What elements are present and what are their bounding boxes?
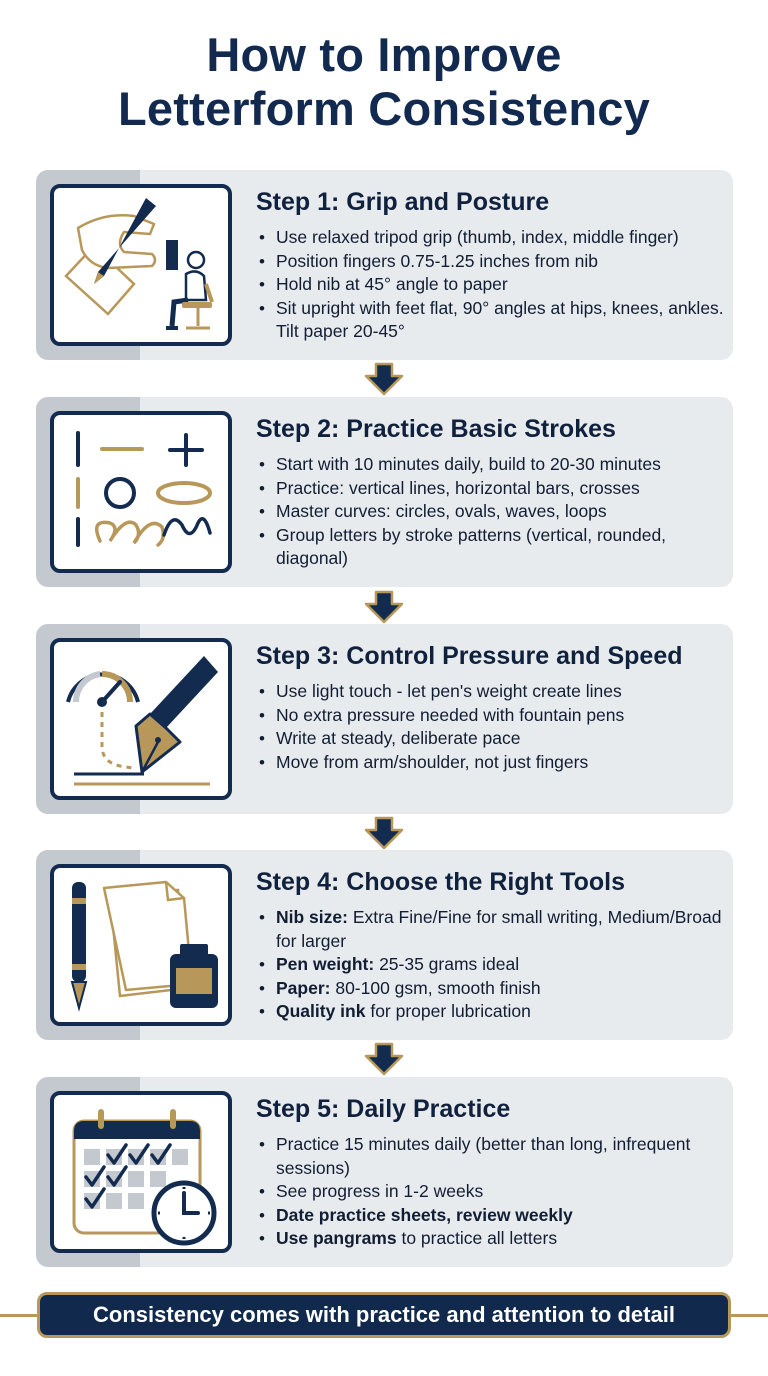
step-card-2: Step 2: Practice Basic Strokes Start wit… <box>36 397 733 587</box>
bullet-item: Move from arm/shoulder, not just fingers <box>256 751 726 775</box>
footer-banner: Consistency comes with practice and atte… <box>37 1292 731 1338</box>
step-title: Step 5: Daily Practice <box>256 1095 511 1123</box>
pen-paper-ink-icon <box>70 880 218 1012</box>
gauge-fountain-pen-icon <box>66 656 218 786</box>
icon-frame <box>50 864 232 1026</box>
icon-frame <box>50 1091 232 1253</box>
bullet-item: Practice 15 minutes daily (better than l… <box>256 1133 726 1180</box>
step-title: Step 4: Choose the Right Tools <box>256 868 625 896</box>
title-line-2: Letterform Consistency <box>118 82 650 135</box>
step-content: Step 5: Daily Practice Practice 15 minut… <box>256 1093 726 1251</box>
icon-frame <box>50 411 232 573</box>
step-bullets: Use relaxed tripod grip (thumb, index, m… <box>256 226 726 344</box>
calendar-clock-icon <box>72 1109 217 1246</box>
bullet-item: Master curves: circles, ovals, waves, lo… <box>256 500 726 524</box>
step-bullets: Nib size: Extra Fine/Fine for small writ… <box>256 906 726 1024</box>
down-arrow-icon <box>364 816 404 850</box>
step-card-5: Step 5: Daily Practice Practice 15 minut… <box>36 1077 733 1267</box>
bullet-item: Position fingers 0.75-1.25 inches from n… <box>256 250 726 274</box>
hand-pen-posture-icon <box>64 198 214 330</box>
step-card-3: Step 3: Control Pressure and Speed Use l… <box>36 624 733 814</box>
step-content: Step 1: Grip and Posture Use relaxed tri… <box>256 186 726 344</box>
step-bullets: Start with 10 minutes daily, build to 20… <box>256 453 726 571</box>
bullet-item: Use pangrams to practice all letters <box>256 1227 726 1251</box>
step-card-4: Step 4: Choose the Right Tools Nib size:… <box>36 850 733 1040</box>
bullet-item: Write at steady, deliberate pace <box>256 727 726 751</box>
bullet-item: Use light touch - let pen's weight creat… <box>256 680 726 704</box>
bullet-item: Group letters by stroke patterns (vertic… <box>256 524 726 571</box>
down-arrow-icon <box>364 1042 404 1076</box>
title-line-1: How to Improve <box>206 28 562 81</box>
step-title: Step 3: Control Pressure and Speed <box>256 642 683 670</box>
bullet-item: See progress in 1-2 weeks <box>256 1180 726 1204</box>
step-content: Step 4: Choose the Right Tools Nib size:… <box>256 866 726 1024</box>
down-arrow-icon <box>364 362 404 396</box>
step-content: Step 2: Practice Basic Strokes Start wit… <box>256 413 726 571</box>
bullet-item: Date practice sheets, review weekly <box>256 1204 726 1228</box>
step-content: Step 3: Control Pressure and Speed Use l… <box>256 640 726 774</box>
step-card-1: Step 1: Grip and Posture Use relaxed tri… <box>36 170 733 360</box>
down-arrow-icon <box>364 590 404 624</box>
bullet-item: Quality ink for proper lubrication <box>256 1000 726 1024</box>
bullet-item: No extra pressure needed with fountain p… <box>256 704 726 728</box>
step-title: Step 1: Grip and Posture <box>256 188 550 216</box>
icon-frame <box>50 638 232 800</box>
bullet-item: Paper: 80-100 gsm, smooth finish <box>256 977 726 1001</box>
bullet-item: Start with 10 minutes daily, build to 20… <box>256 453 726 477</box>
page-title: How to Improve Letterform Consistency <box>0 28 768 136</box>
bullet-item: Nib size: Extra Fine/Fine for small writ… <box>256 906 726 953</box>
step-title: Step 2: Practice Basic Strokes <box>256 415 616 443</box>
bullet-item: Sit upright with feet flat, 90° angles a… <box>256 297 726 344</box>
step-bullets: Practice 15 minutes daily (better than l… <box>256 1133 726 1251</box>
bullet-item: Pen weight: 25-35 grams ideal <box>256 953 726 977</box>
icon-frame <box>50 184 232 346</box>
bullet-item: Use relaxed tripod grip (thumb, index, m… <box>256 226 726 250</box>
step-bullets: Use light touch - let pen's weight creat… <box>256 680 726 774</box>
bullet-item: Hold nib at 45° angle to paper <box>256 273 726 297</box>
bullet-item: Practice: vertical lines, horizontal bar… <box>256 477 726 501</box>
basic-strokes-icon <box>76 431 212 547</box>
